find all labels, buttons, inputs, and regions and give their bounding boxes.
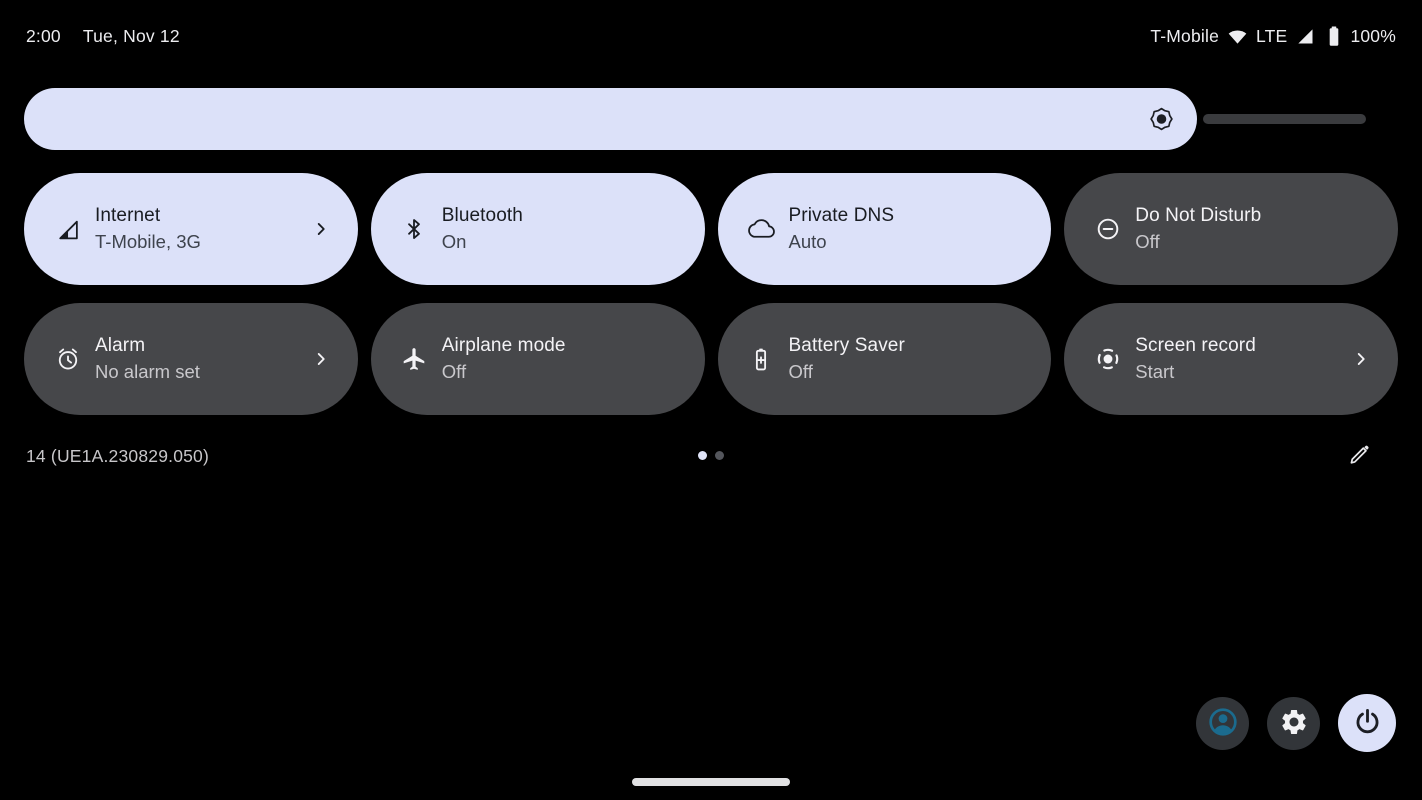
cellular-signal-icon: [54, 216, 81, 243]
wifi-icon: [1227, 26, 1248, 47]
tile-title: Screen record: [1135, 334, 1256, 356]
tile-internet[interactable]: Internet T-Mobile, 3G: [24, 173, 358, 285]
settings-button[interactable]: [1267, 696, 1320, 750]
status-bar-left: 2:00 Tue, Nov 12: [26, 26, 180, 47]
chevron-right-icon[interactable]: [310, 348, 332, 370]
brightness-slider-fill[interactable]: [24, 88, 1197, 150]
tile-battery-saver[interactable]: Battery Saver Off: [717, 303, 1052, 415]
battery-plus-icon: [748, 346, 775, 373]
tile-alarm[interactable]: Alarm No alarm set: [24, 303, 358, 415]
page-dot-active: [698, 451, 707, 460]
battery-percent-label: 100%: [1350, 25, 1396, 46]
tile-subtitle: Off: [441, 361, 467, 383]
home-gesture-handle[interactable]: [632, 778, 790, 786]
tile-text: Bluetooth On: [442, 205, 679, 254]
quick-settings-grid: Internet T-Mobile, 3G Bluetooth On Priva…: [24, 173, 1398, 415]
status-bar-right: T-Mobile LTE 100%: [1150, 24, 1396, 48]
build-number-label: 14 (UE1A.230829.050): [26, 446, 210, 466]
tile-subtitle: Off: [788, 361, 813, 383]
tile-subtitle: Off: [1135, 231, 1160, 253]
tile-bluetooth[interactable]: Bluetooth On: [370, 173, 705, 285]
alarm-clock-icon: [54, 346, 81, 373]
status-bar: 2:00 Tue, Nov 12 T-Mobile LTE 100%: [0, 14, 1422, 58]
tile-subtitle: No alarm set: [95, 361, 200, 383]
shade-action-buttons: [1196, 694, 1396, 752]
record-icon: [1094, 346, 1121, 373]
date: Tue, Nov 12: [82, 25, 180, 46]
cloud-icon: [747, 216, 775, 243]
user-avatar-icon: [1206, 705, 1240, 742]
battery-icon: [1323, 24, 1345, 48]
tile-title: Private DNS: [788, 204, 895, 226]
tile-airplane-mode[interactable]: Airplane mode Off: [370, 303, 705, 415]
network-type-label: LTE: [1256, 25, 1288, 46]
user-switcher-button[interactable]: [1196, 696, 1249, 750]
tile-subtitle: T-Mobile, 3G: [95, 231, 201, 253]
tile-subtitle: On: [441, 231, 467, 253]
tile-title: Do Not Disturb: [1135, 204, 1262, 226]
tile-private-dns[interactable]: Private DNS Auto: [717, 173, 1052, 285]
tile-subtitle: Auto: [788, 231, 827, 253]
carrier-label: T-Mobile: [1150, 25, 1220, 46]
page-indicator: [698, 451, 724, 460]
airplane-icon: [401, 346, 428, 373]
tile-subtitle: Start: [1135, 361, 1175, 383]
do-not-disturb-icon: [1094, 216, 1121, 243]
gear-icon: [1279, 707, 1309, 740]
tile-text: Airplane mode Off: [442, 335, 679, 384]
tile-text: Internet T-Mobile, 3G: [95, 205, 310, 254]
bluetooth-icon: [401, 216, 428, 243]
pencil-icon: [1346, 442, 1372, 471]
tile-screen-record[interactable]: Screen record Start: [1064, 303, 1398, 415]
edit-tiles-button[interactable]: [1346, 442, 1372, 470]
tile-text: Alarm No alarm set: [95, 335, 310, 384]
tile-title: Alarm: [95, 334, 146, 356]
brightness-icon: [1148, 106, 1175, 133]
tile-text: Battery Saver Off: [789, 335, 1026, 384]
tile-title: Bluetooth: [441, 204, 523, 226]
brightness-slider[interactable]: [24, 88, 1366, 150]
clock: 2:00: [26, 25, 61, 46]
tile-title: Airplane mode: [441, 334, 566, 356]
tile-do-not-disturb[interactable]: Do Not Disturb Off: [1064, 173, 1398, 285]
tile-text: Do Not Disturb Off: [1135, 205, 1372, 254]
brightness-slider-track[interactable]: [1203, 114, 1366, 124]
tile-title: Battery Saver: [788, 334, 905, 356]
power-icon: [1352, 706, 1383, 740]
tile-title: Internet: [95, 204, 161, 226]
page-dot-inactive: [715, 451, 724, 460]
shade-footer: 14 (UE1A.230829.050): [24, 442, 1398, 476]
cellular-signal-icon: [1295, 26, 1315, 46]
power-button[interactable]: [1338, 694, 1396, 752]
chevron-right-icon[interactable]: [310, 218, 332, 240]
tile-text: Screen record Start: [1135, 335, 1350, 384]
tile-text: Private DNS Auto: [789, 205, 1026, 254]
chevron-right-icon[interactable]: [1350, 348, 1372, 370]
